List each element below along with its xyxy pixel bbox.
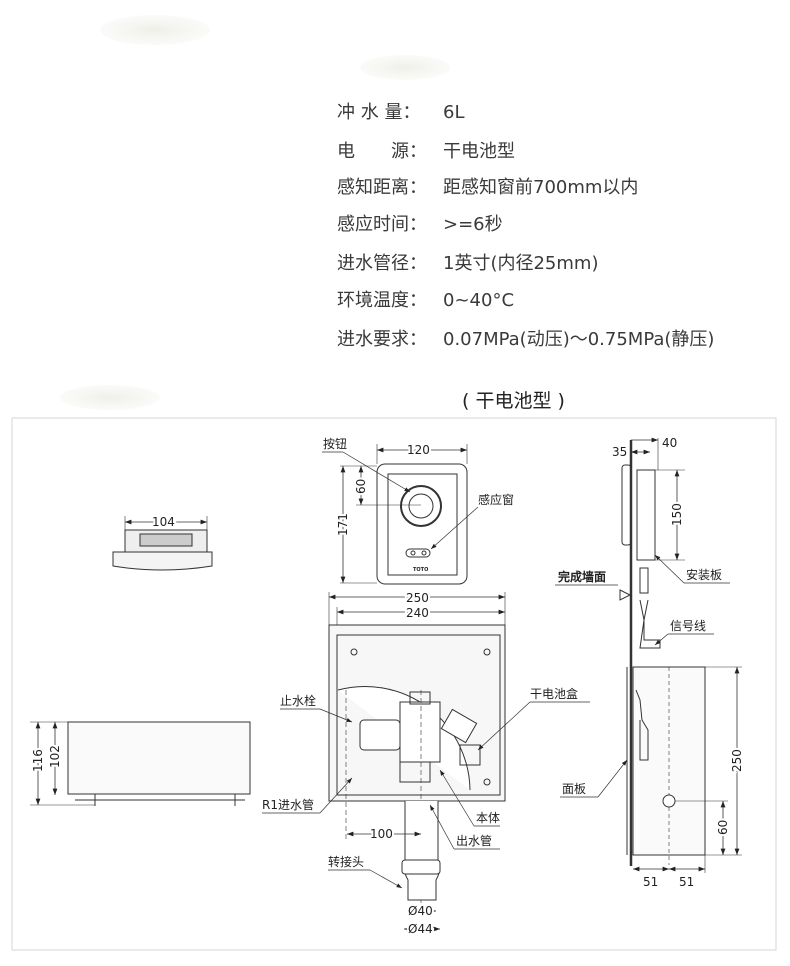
spec-value: 距感知窗前700mm以内 [443, 177, 639, 198]
spec-label: 感知距离： [337, 177, 427, 198]
spec-value: 干电池型 [443, 141, 515, 162]
dim-d44: Ø44 [408, 922, 433, 936]
spec-value: 0~40°C [443, 290, 515, 311]
side-section-drawing [555, 437, 742, 873]
spec-value: 0.07MPa(动压)～0.75MPa(静压) [443, 329, 715, 350]
spec-label: 电 源： [337, 141, 427, 162]
spec-inlet-diameter: 进水管径： 1英寸(内径25mm) [337, 253, 598, 275]
side-view [30, 721, 251, 806]
dim-side-116: 116 [31, 749, 45, 772]
spec-label: 感应时间： [337, 214, 427, 235]
spec-sensing-distance: 感知距离： 距感知窗前700mm以内 [337, 177, 638, 199]
background-blur [60, 385, 160, 410]
label-sensor-window: 感应窗 [478, 492, 514, 507]
dim-40: 40 [662, 436, 677, 450]
label-mounting-plate: 安装板 [686, 567, 722, 582]
dim-box-240: 240 [406, 606, 429, 620]
spec-water-pressure: 进水要求： 0.07MPa(动压)～0.75MPa(静压) [337, 329, 714, 351]
spec-temperature: 环境温度： 0~40°C [337, 290, 514, 312]
diagram-subtitle: ( 干电池型 ) [462, 390, 565, 412]
dim-button-60: 60 [354, 479, 368, 494]
dim-panel-120: 120 [407, 443, 430, 457]
spec-label: 冲 水 量： [337, 102, 421, 123]
label-outlet-pipe: 出水管 [456, 833, 492, 848]
top-view [112, 516, 213, 571]
spec-sensing-time: 感应时间： >=6秒 [337, 214, 503, 236]
label-stop-valve: 止水栓 [280, 693, 316, 708]
dim-panel-171: 171 [336, 513, 350, 536]
label-finished-wall: 完成墙面 [558, 569, 606, 584]
valve-box-drawing [262, 592, 590, 932]
spec-value: 6L [443, 102, 465, 123]
dim-d40: Ø40 [408, 904, 433, 918]
flush-button [400, 485, 442, 527]
label-body: 本体 [476, 811, 500, 825]
label-inlet-pipe: R1进水管 [262, 797, 314, 812]
spec-value: >=6秒 [443, 214, 503, 235]
label-panel: 面板 [562, 782, 586, 796]
dim-250-right: 250 [730, 749, 744, 772]
spec-power: 电 源： 干电池型 [337, 141, 515, 163]
label-button: 按钮 [323, 436, 347, 451]
spec-flush-volume: 冲 水 量： 6L [337, 102, 464, 124]
background-blur [360, 55, 450, 80]
dim-51-right: 51 [679, 875, 694, 889]
label-signal-wire: 信号线 [670, 619, 706, 633]
dim-35: 35 [612, 445, 627, 459]
spec-label: 环境温度： [337, 290, 427, 311]
spec-label: 进水要求： [337, 329, 427, 350]
sensor-window [405, 548, 431, 558]
dim-offset-100: 100 [370, 827, 393, 841]
dim-51-left: 51 [643, 875, 658, 889]
button-panel-drawing [322, 444, 479, 585]
label-battery-box: 干电池盒 [530, 686, 578, 701]
spec-value: 1英寸(内径25mm) [443, 253, 599, 274]
drawing-frame [11, 417, 777, 951]
label-adapter: 转接头 [328, 854, 364, 869]
background-blur [100, 15, 210, 45]
dim-top-width: 104 [152, 515, 175, 529]
dim-box-250: 250 [406, 591, 429, 605]
brand-logo: TOTO [413, 567, 428, 573]
dim-150: 150 [670, 503, 684, 526]
dim-60-right: 60 [716, 820, 730, 835]
spec-label: 进水管径： [337, 253, 427, 274]
dim-side-102: 102 [48, 745, 62, 768]
